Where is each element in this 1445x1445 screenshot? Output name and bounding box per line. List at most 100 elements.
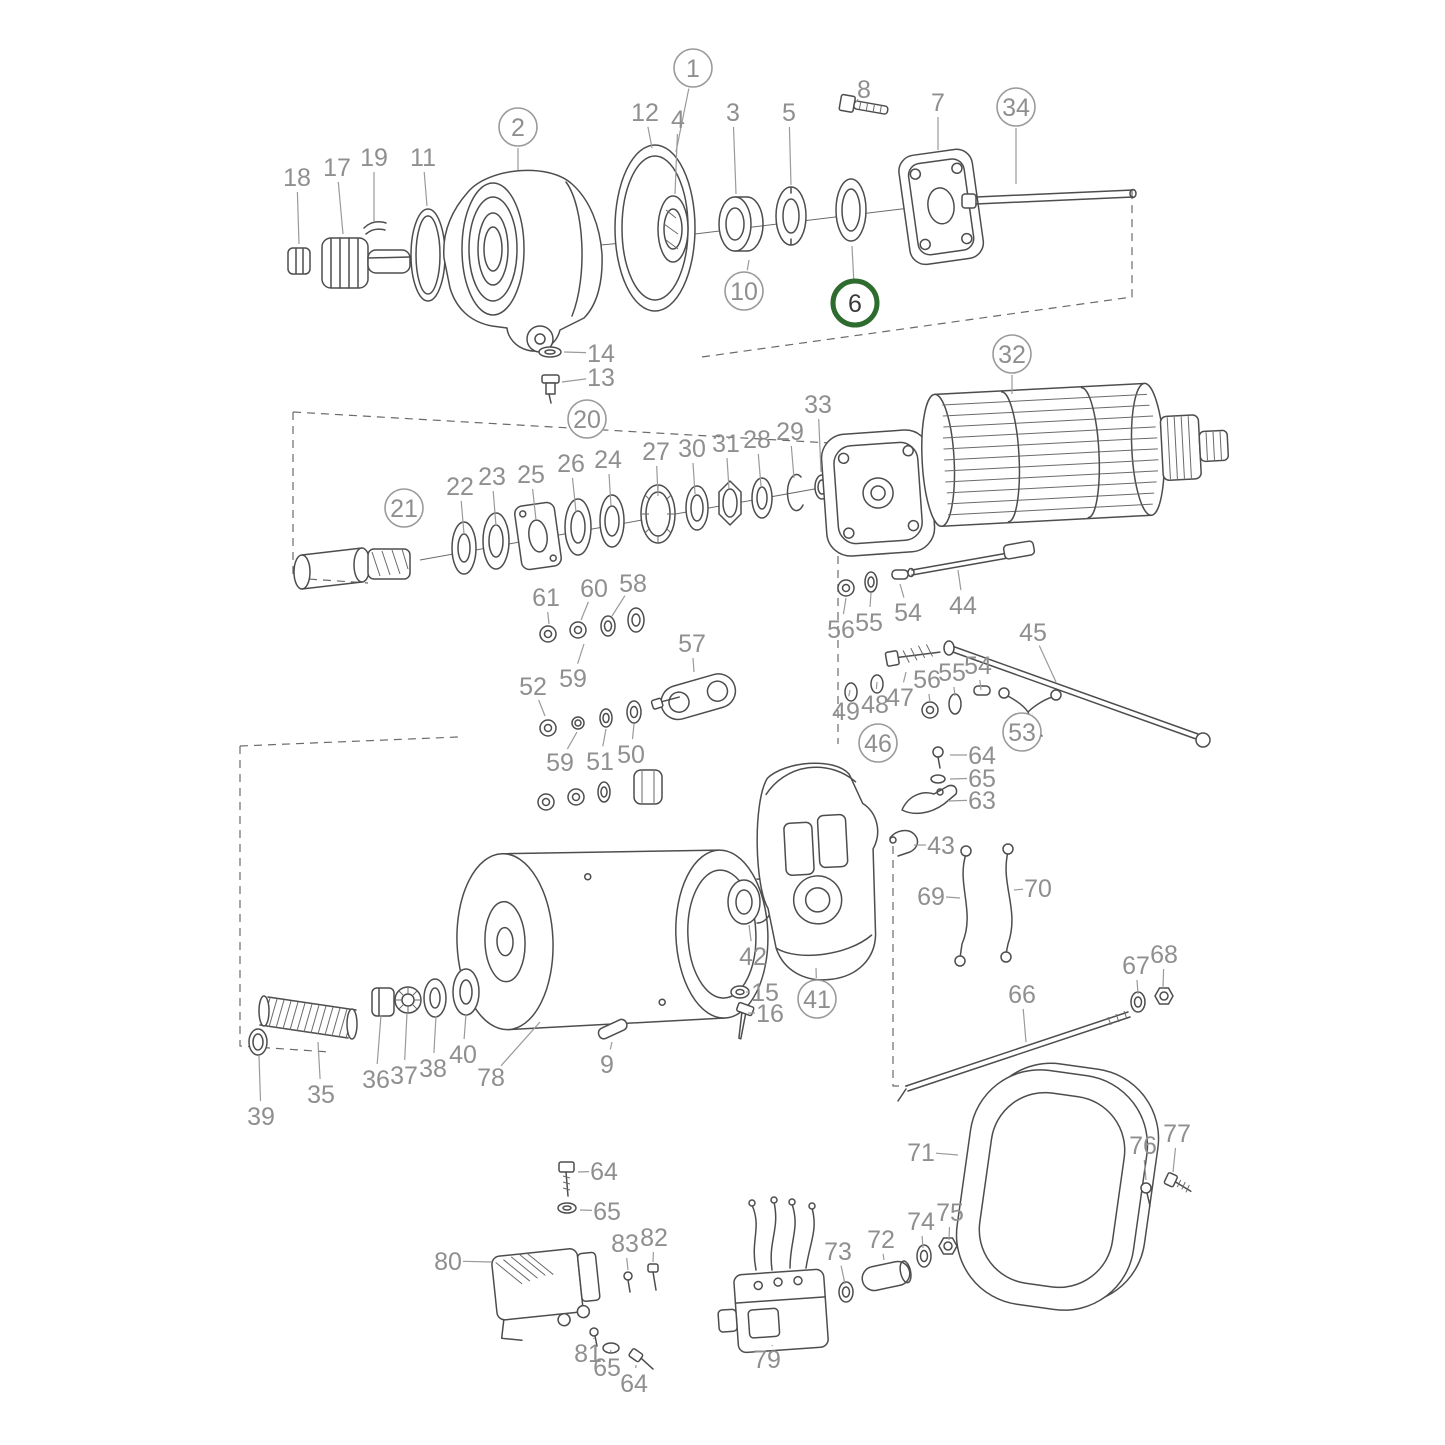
part-label-15[interactable]: 15 xyxy=(746,979,779,1007)
part-label-55[interactable]: 55 xyxy=(938,659,966,697)
part-label-14[interactable]: 14 xyxy=(563,340,615,368)
part-label-50[interactable]: 50 xyxy=(617,723,645,769)
part-number: 33 xyxy=(804,391,832,419)
part-label-76[interactable]: 76 xyxy=(1129,1132,1157,1181)
part-label-53[interactable]: 53 xyxy=(1002,712,1042,752)
part-label-56[interactable]: 56 xyxy=(913,666,941,703)
part-label-44[interactable]: 44 xyxy=(949,569,977,620)
part-label-20[interactable]: 20 xyxy=(567,399,607,439)
part-label-26[interactable]: 26 xyxy=(557,450,585,513)
part-label-48[interactable]: 48 xyxy=(861,681,889,719)
part-label-18[interactable]: 18 xyxy=(283,164,311,245)
part-label-34[interactable]: 34 xyxy=(996,87,1036,184)
part-label-25[interactable]: 25 xyxy=(517,461,545,521)
part-label-29[interactable]: 29 xyxy=(776,418,804,479)
part-label-31[interactable]: 31 xyxy=(712,430,740,490)
part-label-54[interactable]: 54 xyxy=(964,652,992,691)
part-label-37[interactable]: 37 xyxy=(390,1012,418,1090)
part-label-79[interactable]: 79 xyxy=(753,1344,781,1374)
leader-line xyxy=(1136,979,1139,995)
part-label-13[interactable]: 13 xyxy=(561,364,615,392)
part-label-65[interactable]: 65 xyxy=(593,1349,621,1382)
part-label-58[interactable]: 58 xyxy=(611,570,647,617)
part-label-64[interactable]: 64 xyxy=(950,742,996,770)
part-label-12[interactable]: 12 xyxy=(631,99,659,149)
part-label-73[interactable]: 73 xyxy=(824,1238,852,1285)
part-label-6[interactable]: 6 xyxy=(830,245,880,328)
part-label-64[interactable]: 64 xyxy=(620,1364,648,1398)
part-label-4[interactable]: 4 xyxy=(671,106,685,195)
part-label-24[interactable]: 24 xyxy=(594,446,622,507)
part-label-21[interactable]: 21 xyxy=(384,488,424,528)
part-label-57[interactable]: 57 xyxy=(678,630,706,673)
part-label-43[interactable]: 43 xyxy=(914,832,955,860)
leader-line xyxy=(979,679,982,691)
part-57-link xyxy=(660,673,737,721)
part-label-67[interactable]: 67 xyxy=(1122,952,1150,995)
part-label-8[interactable]: 8 xyxy=(855,76,871,104)
part-label-81[interactable]: 81 xyxy=(574,1337,602,1368)
part-label-54[interactable]: 54 xyxy=(894,583,922,627)
part-label-66[interactable]: 66 xyxy=(1008,981,1036,1043)
part-label-68[interactable]: 68 xyxy=(1150,941,1178,989)
part-label-46[interactable]: 46 xyxy=(858,723,898,763)
part-label-83[interactable]: 83 xyxy=(611,1230,639,1271)
part-label-65[interactable]: 65 xyxy=(579,1198,621,1226)
part-label-7[interactable]: 7 xyxy=(931,89,945,150)
part-label-61[interactable]: 61 xyxy=(532,584,560,625)
part-label-9[interactable]: 9 xyxy=(600,1041,614,1079)
part-label-42[interactable]: 42 xyxy=(739,924,767,971)
part-label-23[interactable]: 23 xyxy=(478,463,506,527)
part-label-74[interactable]: 74 xyxy=(907,1208,935,1249)
part-label-35[interactable]: 35 xyxy=(307,1041,335,1109)
part-label-39[interactable]: 39 xyxy=(247,1055,275,1131)
part-label-55[interactable]: 55 xyxy=(855,592,883,637)
part-label-1[interactable]: 1 xyxy=(673,48,713,153)
part-label-2[interactable]: 2 xyxy=(498,107,538,170)
part-label-64[interactable]: 64 xyxy=(577,1158,618,1186)
part-label-52[interactable]: 52 xyxy=(519,673,547,717)
part-number: 51 xyxy=(586,748,614,776)
part-label-78[interactable]: 78 xyxy=(477,1021,541,1092)
part-label-11[interactable]: 11 xyxy=(410,144,436,207)
part-label-65[interactable]: 65 xyxy=(949,765,996,793)
part-number: 26 xyxy=(557,450,585,478)
part-label-56[interactable]: 56 xyxy=(827,597,855,644)
part-label-51[interactable]: 51 xyxy=(586,728,614,776)
part-label-30[interactable]: 30 xyxy=(678,435,706,495)
part-label-5[interactable]: 5 xyxy=(782,99,796,186)
part-label-45[interactable]: 45 xyxy=(1019,619,1057,683)
part-label-33[interactable]: 33 xyxy=(804,391,832,473)
part-label-40[interactable]: 40 xyxy=(449,1013,477,1069)
part-label-19[interactable]: 19 xyxy=(360,144,388,222)
part-label-16[interactable]: 16 xyxy=(748,1000,784,1028)
part-label-28[interactable]: 28 xyxy=(743,426,771,487)
part-label-27[interactable]: 27 xyxy=(642,438,670,497)
part-label-63[interactable]: 63 xyxy=(947,787,996,815)
part-number: 72 xyxy=(867,1226,895,1254)
part-label-77[interactable]: 77 xyxy=(1163,1120,1191,1173)
part-label-72[interactable]: 72 xyxy=(867,1226,895,1261)
part-label-41[interactable]: 41 xyxy=(797,967,837,1019)
part-label-22[interactable]: 22 xyxy=(446,473,474,535)
part-label-71[interactable]: 71 xyxy=(907,1139,959,1167)
part-label-49[interactable]: 49 xyxy=(832,689,860,726)
part-label-69[interactable]: 69 xyxy=(917,883,961,911)
part-label-47[interactable]: 47 xyxy=(886,671,914,712)
part-25-plate xyxy=(514,501,562,571)
part-83-screw xyxy=(623,1271,633,1293)
leader-line xyxy=(433,1015,437,1054)
part-label-36[interactable]: 36 xyxy=(362,1014,390,1094)
part-label-3[interactable]: 3 xyxy=(726,99,740,195)
part-label-60[interactable]: 60 xyxy=(580,575,608,621)
part-label-75[interactable]: 75 xyxy=(936,1199,964,1241)
part-label-82[interactable]: 82 xyxy=(640,1224,668,1263)
part-label-10[interactable]: 10 xyxy=(724,259,764,311)
part-label-80[interactable]: 80 xyxy=(434,1248,493,1276)
part-label-59[interactable]: 59 xyxy=(546,731,578,777)
part-label-17[interactable]: 17 xyxy=(323,154,351,235)
part-label-59[interactable]: 59 xyxy=(559,643,587,693)
part-label-70[interactable]: 70 xyxy=(1013,875,1052,903)
part-label-32[interactable]: 32 xyxy=(992,334,1032,394)
part-label-38[interactable]: 38 xyxy=(419,1015,447,1083)
